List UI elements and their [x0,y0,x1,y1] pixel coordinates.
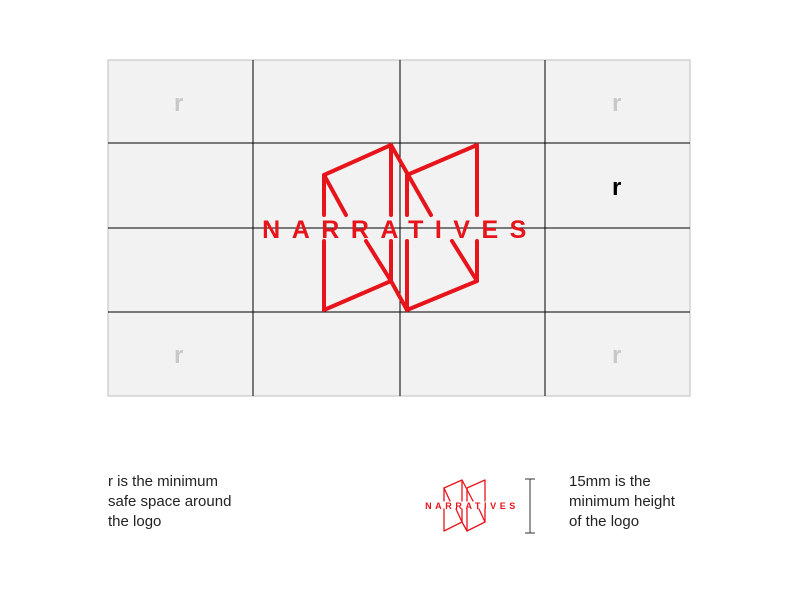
safe-space-line-2: safe space around [108,493,232,510]
height-bracket [525,478,535,534]
safe-space-line-3: the logo [108,513,162,530]
safe-space-line-1: r is the minimum [108,473,219,490]
safe-space-caption: r is the minimum safe space around the l… [108,472,231,532]
small-logo-wordmark: NARRATIVES [425,501,519,511]
r-mark-reference: r [612,174,622,201]
min-height-line-2: minimum height [569,493,675,510]
narratives-logo [322,143,479,312]
r-mark-top-right: r [612,90,622,117]
min-height-caption: 15mm is the minimum height of the logo [569,472,675,532]
minimum-size-logo: NARRATIVES [425,478,535,534]
min-height-line-1: 15mm is the [569,473,651,490]
r-mark-top-left: r [174,90,184,117]
r-mark-bottom-right: r [612,342,622,369]
min-height-line-3: of the logo [569,513,640,530]
r-mark-bottom-left: r [174,342,184,369]
logo-wordmark: NARRATIVES [262,216,538,244]
